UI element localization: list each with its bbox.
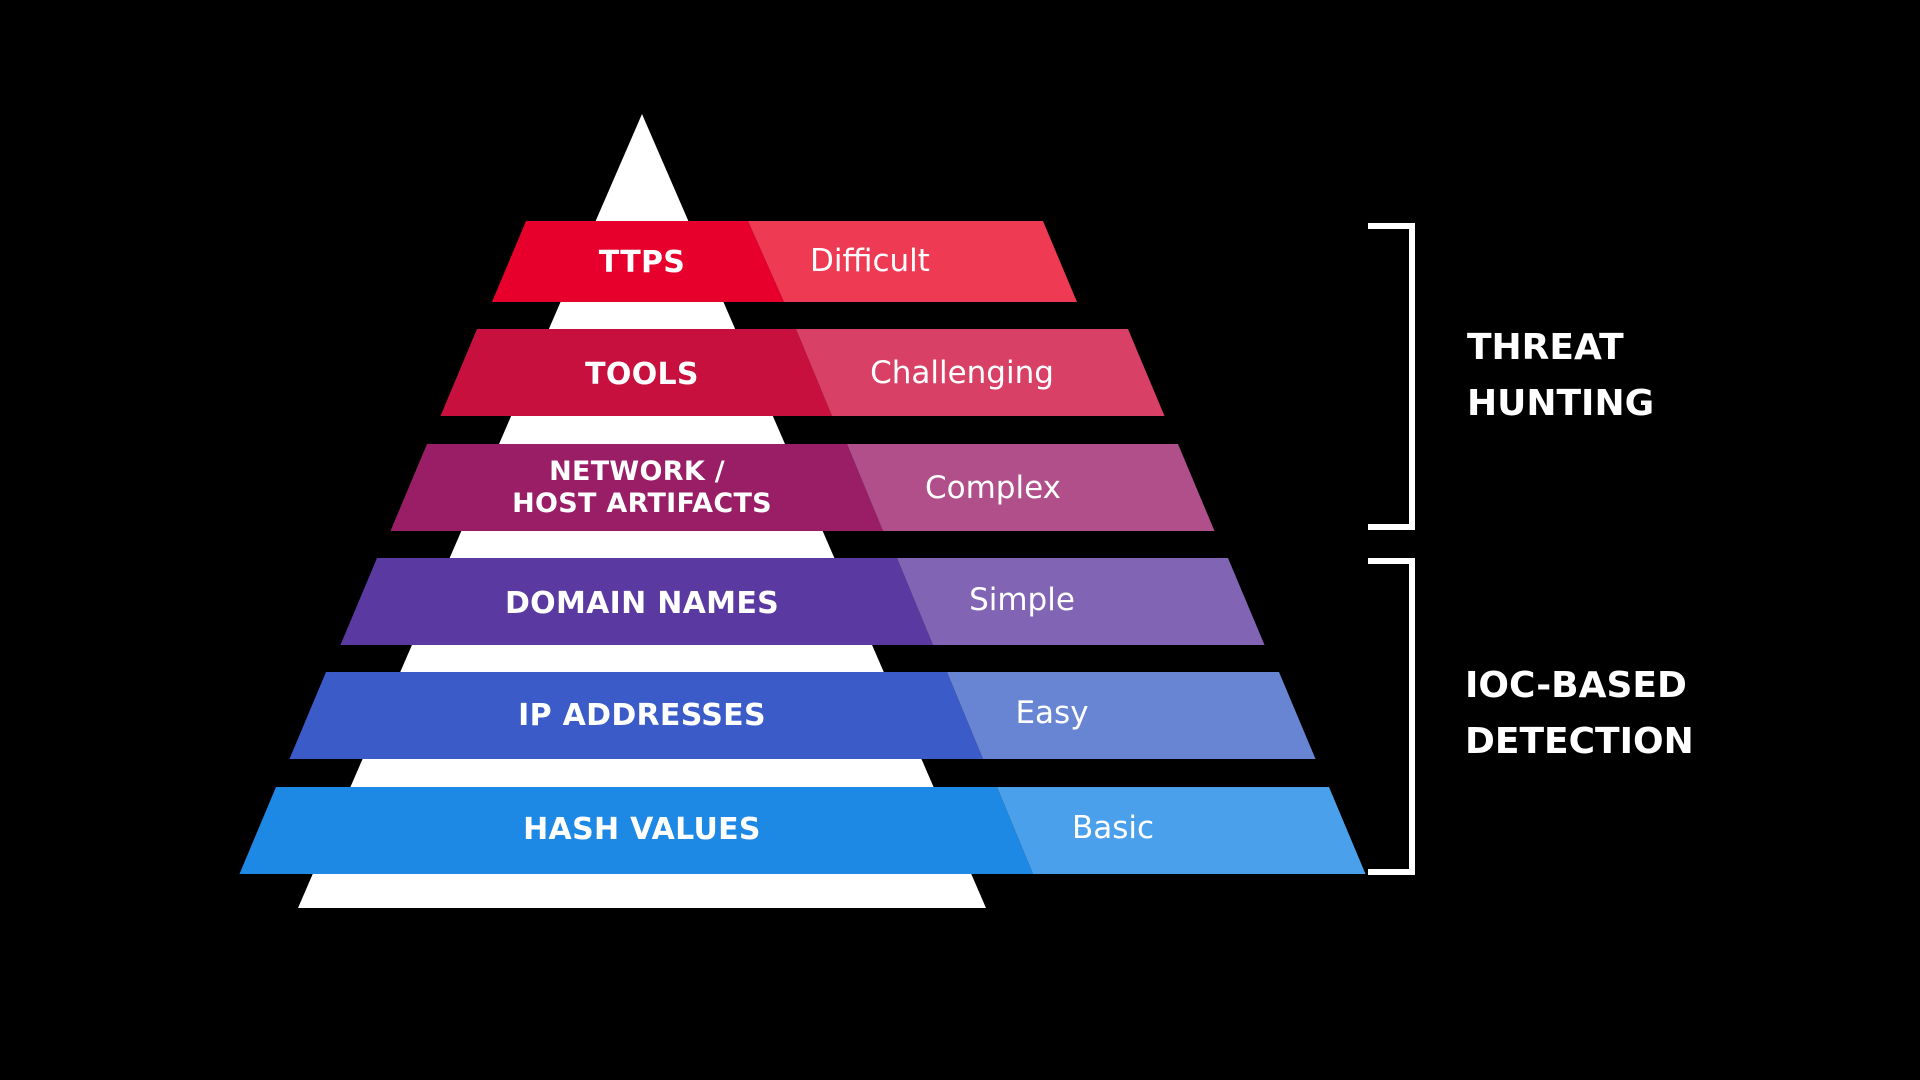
level-label-ttps: TTPS [598, 245, 686, 280]
level-difficulty-simple: Simple [969, 582, 1075, 618]
level-label-hash-values: HASH VALUES [523, 812, 761, 847]
level-difficulty-complex: Complex [925, 470, 1061, 506]
level-difficulty-basic: Basic [1071, 810, 1155, 846]
level-label-ip-addresses: IP ADDRESSES [518, 698, 766, 733]
band-left-3 [340, 558, 934, 645]
band-left-1 [440, 329, 832, 416]
level-label-domain-names: DOMAIN NAMES [504, 586, 780, 621]
level-label-host-artifacts: HOST ARTIFACTS [512, 488, 772, 519]
band-left-0 [491, 221, 784, 302]
bracket-label-hunting: HUNTING [1467, 383, 1655, 424]
band-right-2 [847, 444, 1215, 531]
band-right-3 [897, 558, 1265, 645]
bracket-label-threat: THREAT [1467, 327, 1624, 368]
bracket-line-0 [1368, 223, 1415, 530]
band-right-1 [796, 329, 1165, 416]
bracket-label-detection: DETECTION [1465, 721, 1694, 762]
level-label-network: NETWORK / [549, 456, 725, 487]
band-left-5 [239, 787, 1033, 874]
level-difficulty-challenging: Challenging [870, 355, 1054, 391]
band-left-2 [390, 444, 883, 531]
band-right-5 [997, 787, 1366, 874]
level-difficulty-easy: Easy [1015, 695, 1089, 731]
band-right-0 [748, 221, 1078, 302]
band-left-4 [289, 672, 984, 759]
bracket-line-1 [1368, 558, 1415, 875]
level-difficulty-difficult: Difficult [810, 243, 930, 279]
bracket-label-ioc-based: IOC-BASED [1465, 665, 1687, 706]
band-right-4 [947, 672, 1316, 759]
level-label-tools: TOOLS [585, 357, 699, 392]
